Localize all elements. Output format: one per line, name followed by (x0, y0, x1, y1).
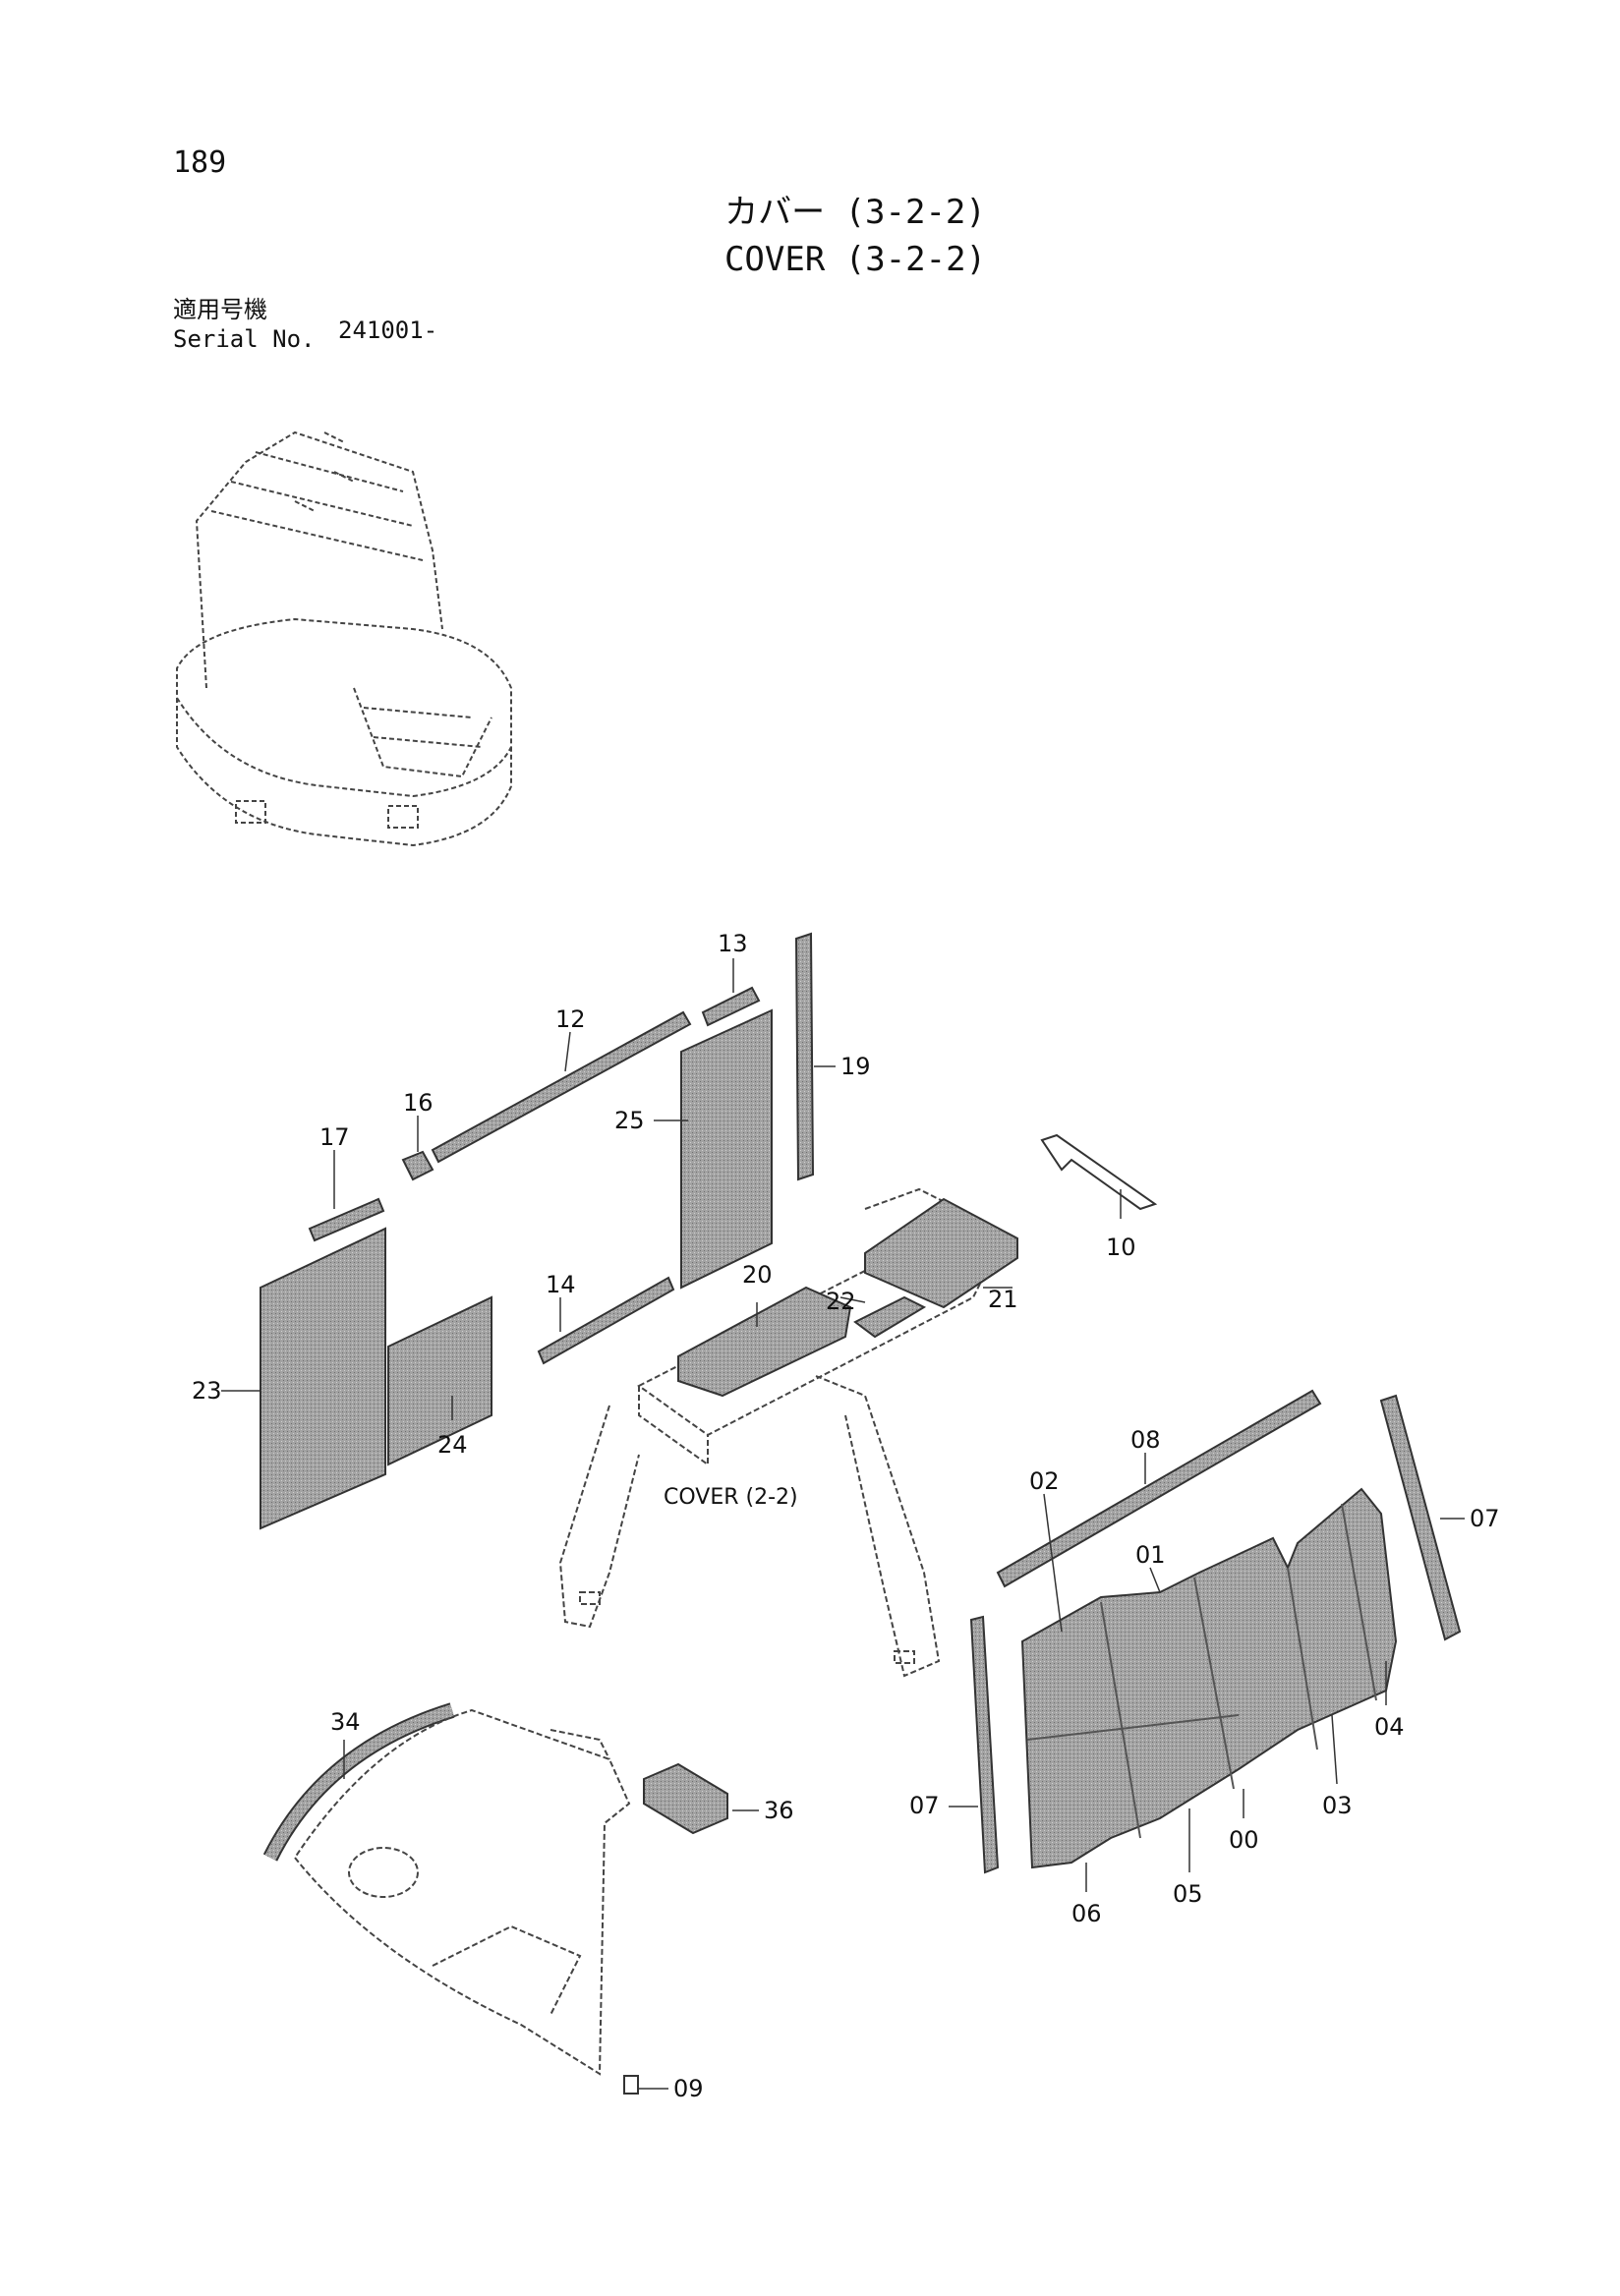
part-24-foam-panel (387, 1295, 492, 1466)
leader-lines (221, 958, 1465, 2090)
page-number: 189 (173, 145, 227, 180)
callout-07-left: 07 (909, 1792, 940, 1819)
callout-23: 23 (192, 1377, 222, 1405)
callout-05: 05 (1173, 1880, 1203, 1908)
page-title: カバー (3-2-2) COVER (3-2-2) (688, 189, 1022, 283)
callout-12: 12 (555, 1005, 586, 1033)
part-34-strip (262, 1702, 455, 1862)
part-16-clip (401, 1150, 434, 1181)
callout-07-right: 07 (1470, 1505, 1500, 1532)
part-19-strip (794, 932, 815, 1181)
side-cover-outline (293, 1708, 631, 2076)
part-20-foam-pad (677, 1286, 852, 1398)
callout-13: 13 (718, 930, 748, 957)
callout-36: 36 (764, 1797, 794, 1824)
callout-20: 20 (742, 1261, 773, 1289)
callout-24: 24 (437, 1431, 468, 1459)
callout-19: 19 (840, 1053, 871, 1080)
part-10-label-sticker (1040, 1133, 1158, 1211)
part-07-strip-left (969, 1615, 1000, 1874)
callout-04: 04 (1374, 1713, 1405, 1741)
part-22-foam-wedge (853, 1295, 927, 1339)
part-09-tag (623, 2075, 639, 2095)
callout-08-top: 08 (1130, 1426, 1161, 1454)
callout-02: 02 (1029, 1467, 1060, 1495)
callout-34: 34 (330, 1708, 361, 1736)
part-08-strip (996, 1389, 1322, 1588)
callout-labels: 13 12 19 16 17 25 10 20 22 21 14 23 24 0… (192, 930, 1500, 2102)
callout-21: 21 (988, 1286, 1018, 1313)
part-07-strip-right (1379, 1394, 1462, 1641)
cab-overview-illustration (176, 430, 512, 847)
serial-number-value: 241001- (338, 316, 438, 344)
callout-10: 10 (1106, 1234, 1136, 1261)
rear-foam-assembly (1020, 1487, 1398, 1869)
title-english: COVER (3-2-2) (723, 240, 987, 279)
callout-03: 03 (1322, 1792, 1353, 1819)
serial-label: 適用号機 Serial No. (173, 295, 316, 354)
part-25-foam-panel (680, 1008, 773, 1290)
callout-16: 16 (403, 1089, 434, 1117)
callout-17: 17 (319, 1123, 350, 1151)
part-23-foam-panel (260, 1227, 386, 1530)
part-12-strip (431, 1010, 692, 1164)
part-21-foam-pad (864, 1197, 1018, 1309)
callout-14: 14 (546, 1271, 576, 1298)
part-17-strip (308, 1197, 385, 1242)
callout-06: 06 (1071, 1900, 1102, 1927)
callout-01: 01 (1135, 1541, 1166, 1569)
part-13-strip (701, 986, 761, 1027)
reference-label-cover-2-2: COVER (2-2) (664, 1485, 798, 1510)
callout-22: 22 (826, 1288, 856, 1315)
callout-00: 00 (1229, 1826, 1259, 1854)
serial-label-english: Serial No. (173, 325, 316, 353)
title-japanese: カバー (3-2-2) (724, 193, 986, 232)
callout-25: 25 (614, 1107, 645, 1134)
part-14-strip (537, 1276, 675, 1365)
callout-09: 09 (673, 2075, 704, 2102)
serial-label-japanese: 適用号機 (173, 296, 267, 323)
part-36-block (643, 1762, 728, 1835)
